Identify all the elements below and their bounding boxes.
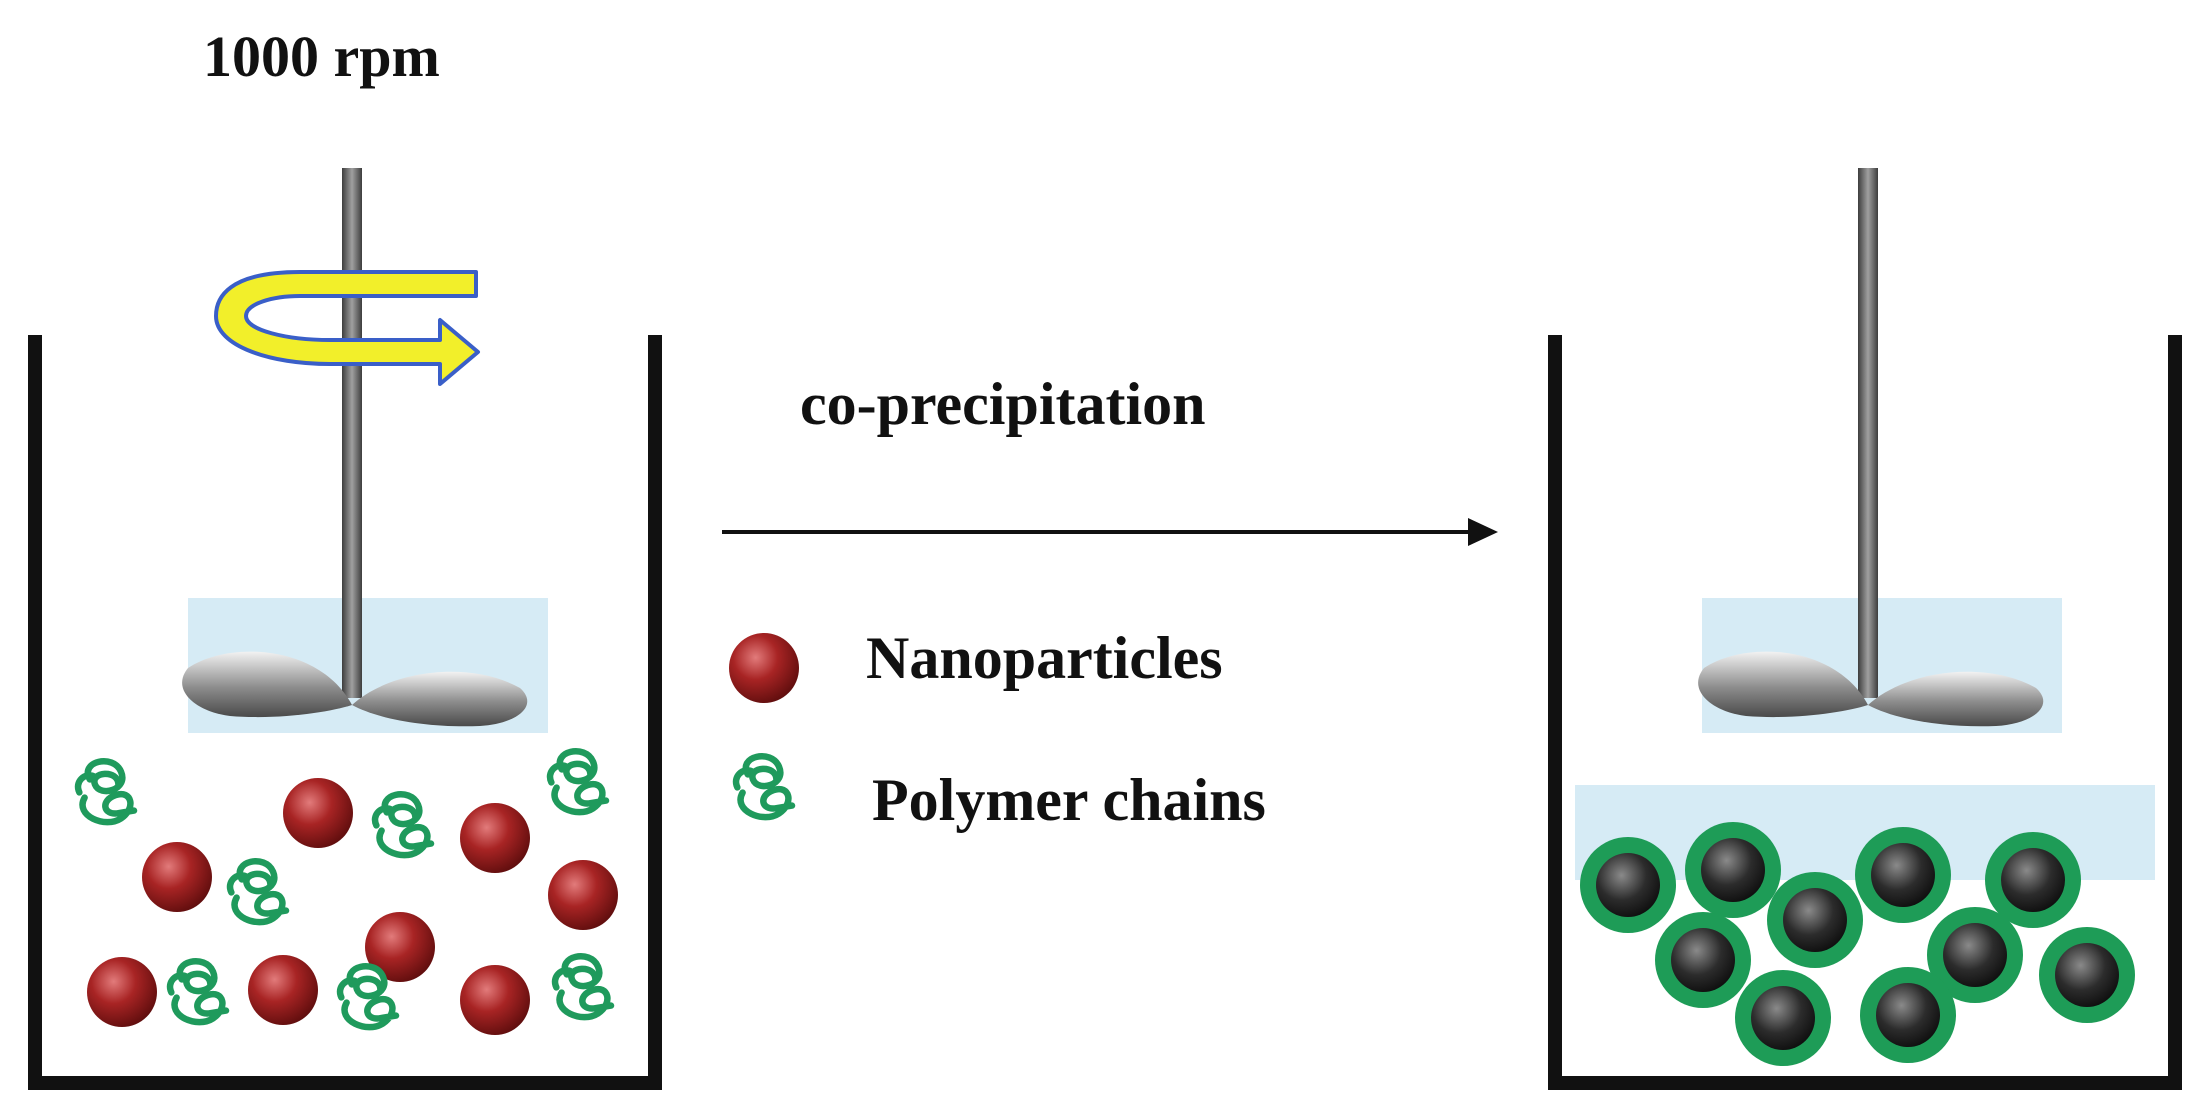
coated-nanoparticle [1860, 967, 1956, 1063]
polymer-chain [230, 861, 286, 922]
polymer-chain [550, 751, 606, 812]
right-beaker-walls [1548, 335, 2182, 1090]
polymer-chain [78, 761, 134, 822]
process-label: co-precipitation [800, 371, 1206, 437]
legend-nanoparticle-icon [729, 633, 799, 703]
speed-label: 1000 rpm [203, 24, 440, 89]
nanoparticle [142, 842, 212, 912]
legend-polymer-chain-icon [736, 756, 792, 817]
right-beaker [1548, 168, 2182, 1090]
legend-nanoparticles-label: Nanoparticles [866, 625, 1223, 691]
polymer-chain [170, 961, 226, 1022]
coated-nanoparticle [1655, 912, 1751, 1008]
coated-nanoparticle [1735, 970, 1831, 1066]
coated-nanoparticle [1855, 827, 1951, 923]
left-nanoparticles [87, 778, 618, 1035]
rotation-arrow-icon [214, 270, 480, 386]
coated-nanoparticles [1580, 822, 2135, 1066]
left-stirrer-shaft [342, 168, 362, 698]
left-beaker-walls [28, 335, 662, 1090]
nanoparticle [365, 912, 435, 982]
right-stirrer-shaft [1858, 168, 1878, 698]
nanoparticle [87, 957, 157, 1027]
coated-nanoparticle [1985, 832, 2081, 928]
coated-nanoparticle [1580, 837, 1676, 933]
left-impeller-blades [182, 651, 528, 727]
nanoparticle [283, 778, 353, 848]
coated-nanoparticle [1767, 872, 1863, 968]
arrow-head [1468, 518, 1498, 546]
coated-nanoparticle [1685, 822, 1781, 918]
right-impeller-blades [1698, 651, 2044, 727]
legend-polymer-chains-label: Polymer chains [872, 767, 1266, 833]
nanoparticle [460, 803, 530, 873]
left-beaker [28, 168, 662, 1090]
nanoparticle [248, 955, 318, 1025]
polymer-chain [555, 956, 611, 1017]
coated-nanoparticle [1927, 907, 2023, 1003]
nanoparticle [460, 965, 530, 1035]
polymer-chain [375, 794, 431, 855]
coated-nanoparticle [2039, 927, 2135, 1023]
nanoparticle [548, 860, 618, 930]
